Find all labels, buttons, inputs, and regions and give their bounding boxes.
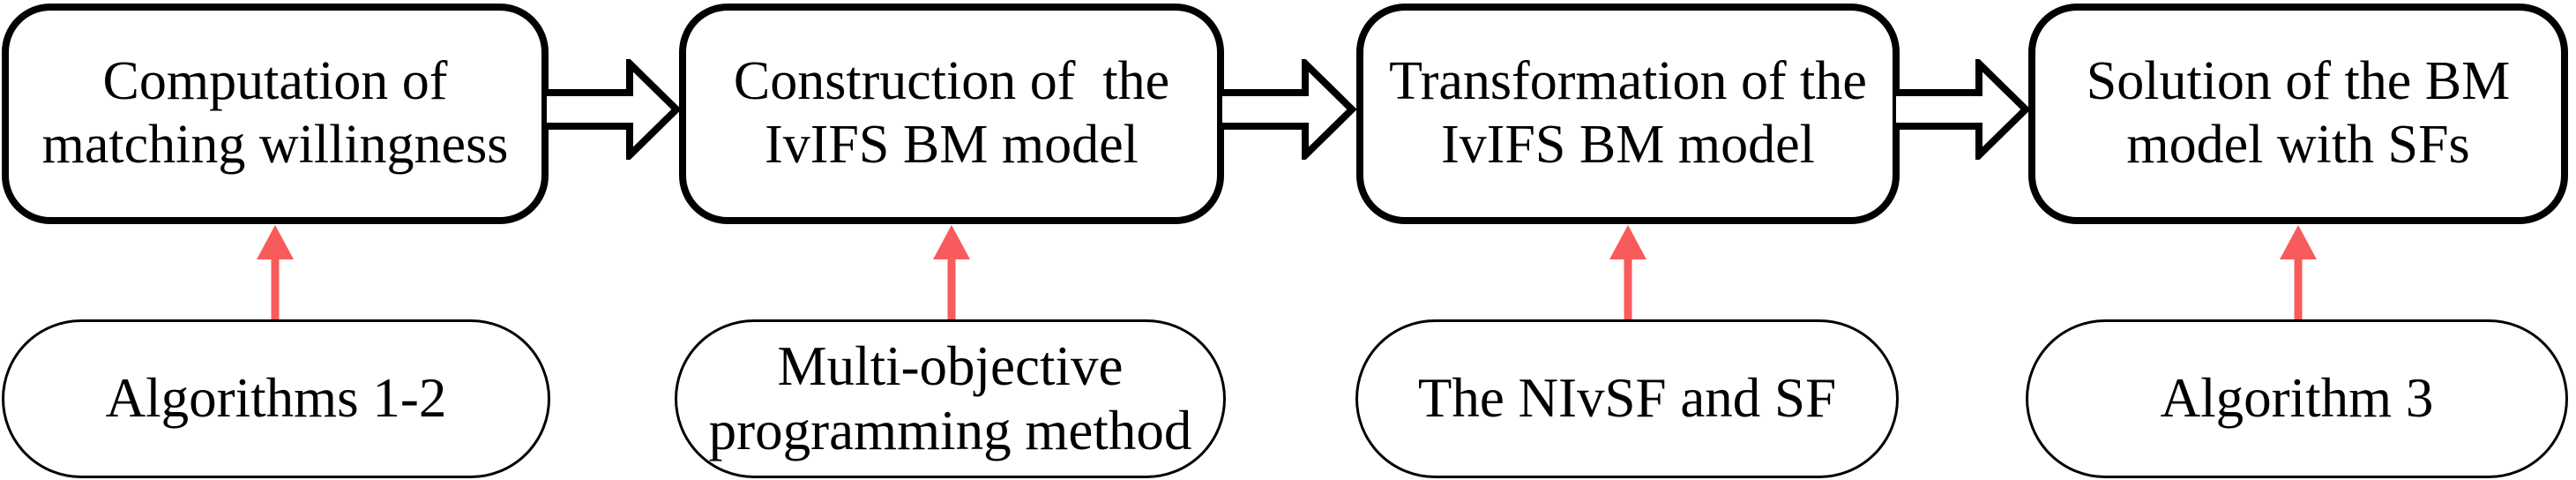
support-pill-algorithms-1-2: Algorithms 1-2 [2, 319, 550, 478]
support-pill-nivsf-and-sf: The NIvSF and SF [1355, 319, 1899, 478]
up-arrow-icon [1609, 225, 1646, 321]
process-box-solution-of-bm-model-with-sfs: Solution of the BM model with SFs [2028, 4, 2568, 224]
up-arrow-icon [257, 225, 294, 321]
support-pill-text-line: Algorithm 3 [2160, 367, 2434, 430]
block-arrow-right-icon [547, 59, 681, 160]
support-pill-text-line: Algorithms 1-2 [105, 367, 447, 430]
up-arrow-icon [2280, 225, 2317, 321]
support-pill-algorithm-3: Algorithm 3 [2026, 319, 2568, 478]
process-box-text-line: Solution of the BM [2086, 51, 2511, 112]
process-box-computation-of-matching-willingness: Computation of matching willingness [2, 4, 549, 224]
support-pill-text-line: The NIvSF and SF [1417, 367, 1837, 430]
process-box-text-line: IvIFS BM model [765, 115, 1139, 175]
support-pill-multi-objective-programming-method: Multi-objective programming method [675, 319, 1226, 478]
support-pill-text-line: programming method [708, 400, 1192, 461]
process-box-text-line: Transformation of the [1389, 51, 1867, 112]
process-box-text-line: Construction of the [733, 51, 1170, 112]
process-box-text-line: IvIFS BM model [1441, 115, 1815, 175]
process-box-construction-of-ivifs-bm-model: Construction of the IvIFS BM model [679, 4, 1224, 224]
up-arrow-icon [933, 225, 970, 321]
block-arrow-right-icon [1222, 59, 1356, 160]
block-arrow-right-icon [1896, 59, 2030, 160]
process-box-transformation-of-ivifs-bm-model: Transformation of the IvIFS BM model [1356, 4, 1900, 224]
process-box-text-line: matching willingness [41, 115, 509, 175]
process-box-text-line: model with SFs [2126, 115, 2470, 175]
support-pill-text-line: Multi-objective [777, 334, 1124, 397]
process-box-text-line: Computation of [102, 51, 448, 112]
